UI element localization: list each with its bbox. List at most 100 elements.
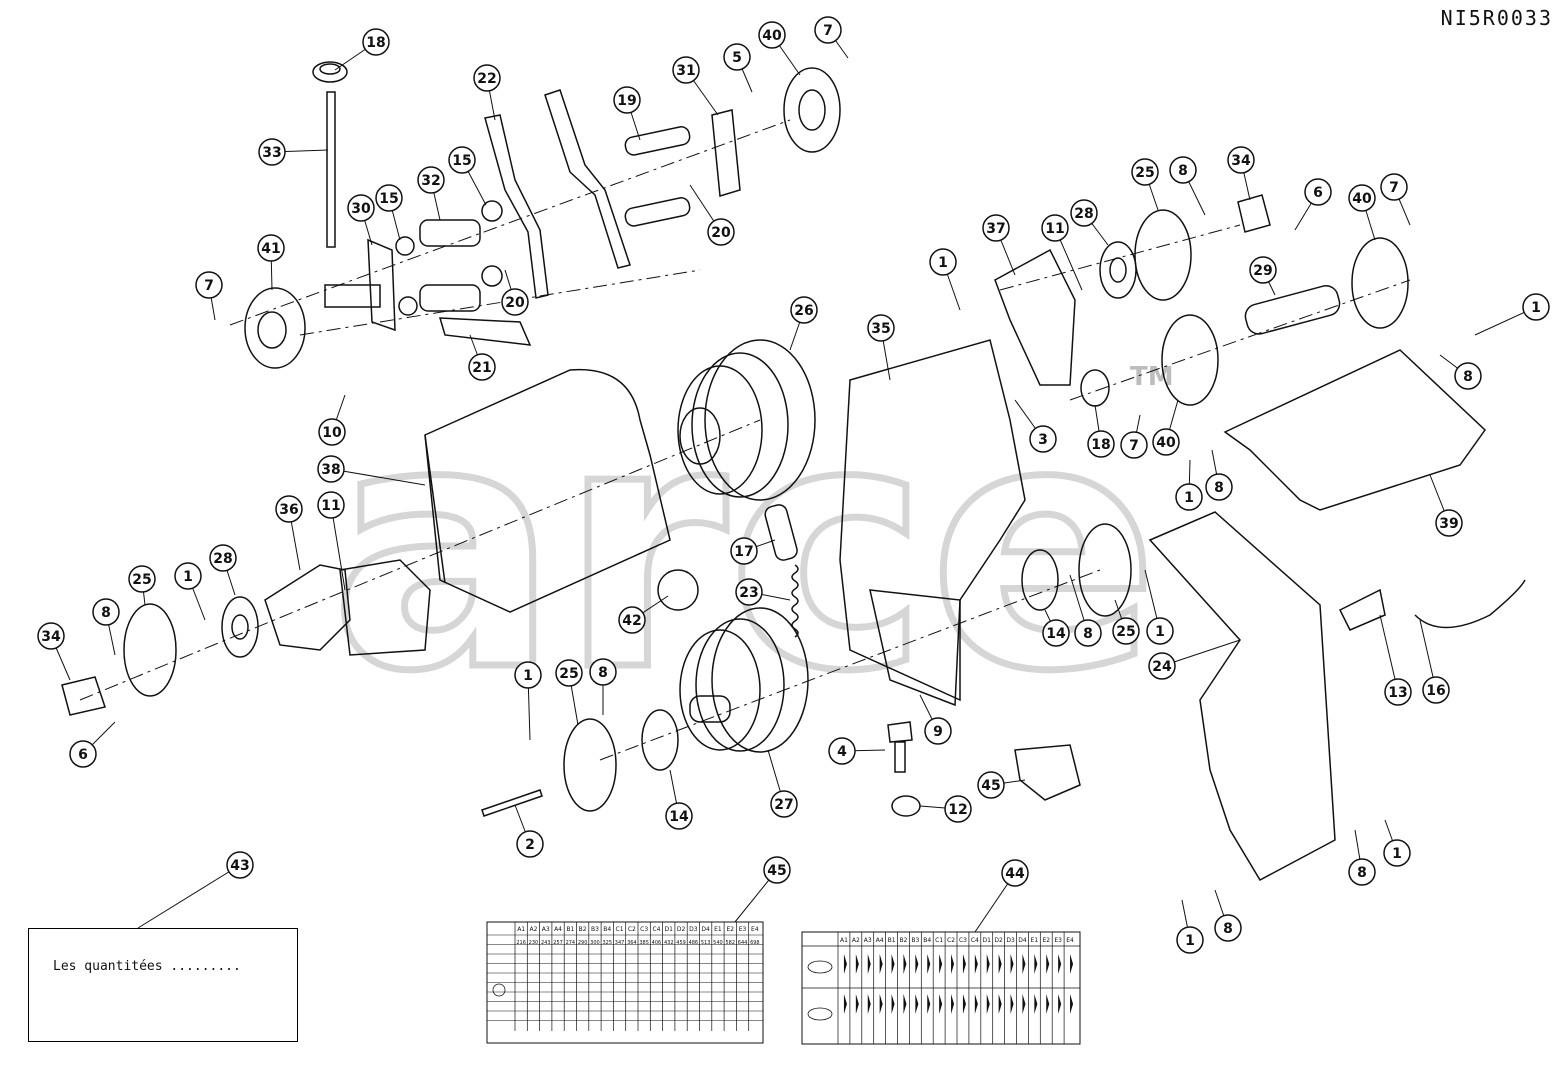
table-45-header: D4 bbox=[701, 926, 710, 933]
callout-2: 2 bbox=[516, 830, 544, 858]
table-44-header: A3 bbox=[864, 937, 872, 944]
callout-number: 8 bbox=[1083, 626, 1093, 642]
callout-number: 31 bbox=[676, 63, 695, 79]
callout-number: 20 bbox=[711, 225, 731, 241]
table-44-header: B2 bbox=[899, 937, 907, 944]
callout-38: 38 bbox=[317, 455, 345, 483]
callout-number: 9 bbox=[933, 724, 943, 740]
callout-circle bbox=[1120, 431, 1148, 459]
callout-42: 42 bbox=[618, 606, 646, 634]
table-44-symbol bbox=[986, 954, 990, 1014]
callout-circle bbox=[516, 830, 544, 858]
part-9-bracket bbox=[869, 589, 961, 707]
callout-circle bbox=[257, 234, 285, 262]
bushings bbox=[395, 200, 503, 316]
callout-number: 1 bbox=[1392, 846, 1402, 862]
callout-circle bbox=[1384, 678, 1412, 706]
callout-number: 36 bbox=[279, 502, 298, 518]
table-44-symbol bbox=[1046, 954, 1050, 1014]
callout-circle bbox=[1152, 428, 1180, 456]
callout-number: 11 bbox=[321, 498, 340, 514]
table-45-cell: 486 bbox=[689, 940, 699, 946]
callout-number: 7 bbox=[823, 23, 833, 39]
callout-circle bbox=[1205, 473, 1233, 501]
callout-circle bbox=[790, 296, 818, 324]
table-44-symbol bbox=[891, 954, 895, 1014]
callout-circle bbox=[828, 737, 856, 765]
part-28-bearing-right bbox=[1099, 241, 1137, 299]
table-44-symbol bbox=[1010, 954, 1014, 1014]
callout-circle bbox=[1348, 858, 1376, 886]
table-45-cell: 385 bbox=[639, 940, 649, 946]
table-45-header: D2 bbox=[677, 926, 686, 933]
callout-circle bbox=[92, 598, 120, 626]
callout-circle bbox=[1112, 617, 1140, 645]
callout-25: 25 bbox=[128, 565, 156, 593]
table-45-header: E1 bbox=[714, 926, 722, 933]
callout-circle bbox=[1304, 178, 1332, 206]
table-45-header: C2 bbox=[628, 926, 636, 933]
part-28-bearing-left bbox=[221, 596, 259, 658]
table-44-header: D2 bbox=[994, 937, 1003, 944]
callout-number: 25 bbox=[1116, 624, 1135, 640]
table-44-symbol bbox=[1022, 954, 1026, 1014]
callout-1: 1 bbox=[1146, 617, 1174, 645]
callout-circle bbox=[589, 658, 617, 686]
callout-circle bbox=[375, 184, 403, 212]
table-44-symbol bbox=[939, 954, 943, 1014]
callout-1: 1 bbox=[514, 661, 542, 689]
table-45-header: A3 bbox=[542, 926, 550, 933]
callout-number: 25 bbox=[132, 572, 151, 588]
table-44-symbol bbox=[998, 954, 1002, 1014]
table-44-symbol bbox=[1058, 954, 1062, 1014]
leader-line bbox=[137, 864, 241, 929]
callout-circle bbox=[555, 659, 583, 687]
part-35-plate bbox=[839, 339, 1026, 702]
table-45-cell: 347 bbox=[615, 940, 625, 946]
table-44-symbol bbox=[951, 954, 955, 1014]
drawing-id: NI5R0033 bbox=[1440, 6, 1553, 30]
part-38-cover bbox=[424, 368, 671, 613]
callout-8: 8 bbox=[1348, 858, 1376, 886]
part-31-plate bbox=[711, 109, 741, 197]
callout-29: 29 bbox=[1249, 256, 1277, 284]
part-33-shaft bbox=[312, 61, 348, 248]
table-44-symbol bbox=[915, 954, 919, 1014]
callout-circle bbox=[1380, 173, 1408, 201]
part-23-spring bbox=[791, 564, 799, 638]
table-45-cell: 364 bbox=[627, 940, 637, 946]
callout-number: 21 bbox=[472, 360, 491, 376]
table-45-header: E2 bbox=[726, 926, 734, 933]
part-40-bearing-top bbox=[783, 67, 841, 153]
callout-circle bbox=[514, 661, 542, 689]
callout-32: 32 bbox=[417, 166, 445, 194]
callout-5: 5 bbox=[723, 43, 751, 71]
callout-number: 39 bbox=[1439, 516, 1458, 532]
callout-8: 8 bbox=[589, 658, 617, 686]
part-12-nut bbox=[891, 795, 921, 817]
callout-number: 1 bbox=[938, 255, 948, 271]
part-11-bracket bbox=[339, 559, 431, 656]
callout-number: 8 bbox=[1223, 921, 1233, 937]
callout-1: 1 bbox=[1383, 839, 1411, 867]
callout-number: 7 bbox=[204, 278, 214, 294]
callout-number: 22 bbox=[477, 71, 496, 87]
table-44-symbol bbox=[927, 954, 931, 1014]
leader-line bbox=[330, 468, 426, 486]
part-16-cable bbox=[1414, 579, 1526, 629]
table-45-cell: 216 bbox=[516, 940, 526, 946]
callout-circle bbox=[174, 562, 202, 590]
part-24-guard bbox=[1148, 511, 1336, 881]
callout-circle bbox=[417, 166, 445, 194]
callout-circle bbox=[735, 578, 763, 606]
part-4-bolt bbox=[887, 721, 913, 773]
callout-44: 44 bbox=[1001, 859, 1029, 887]
callout-25: 25 bbox=[1131, 158, 1159, 186]
callout-number: 2 bbox=[525, 837, 535, 853]
part-shapes bbox=[61, 61, 1526, 881]
callout-number: 3 bbox=[1038, 432, 1048, 448]
callout-30: 30 bbox=[347, 194, 375, 222]
callout-circle bbox=[317, 455, 345, 483]
table-45-header: D3 bbox=[689, 926, 698, 933]
table-45-header: C1 bbox=[616, 926, 624, 933]
